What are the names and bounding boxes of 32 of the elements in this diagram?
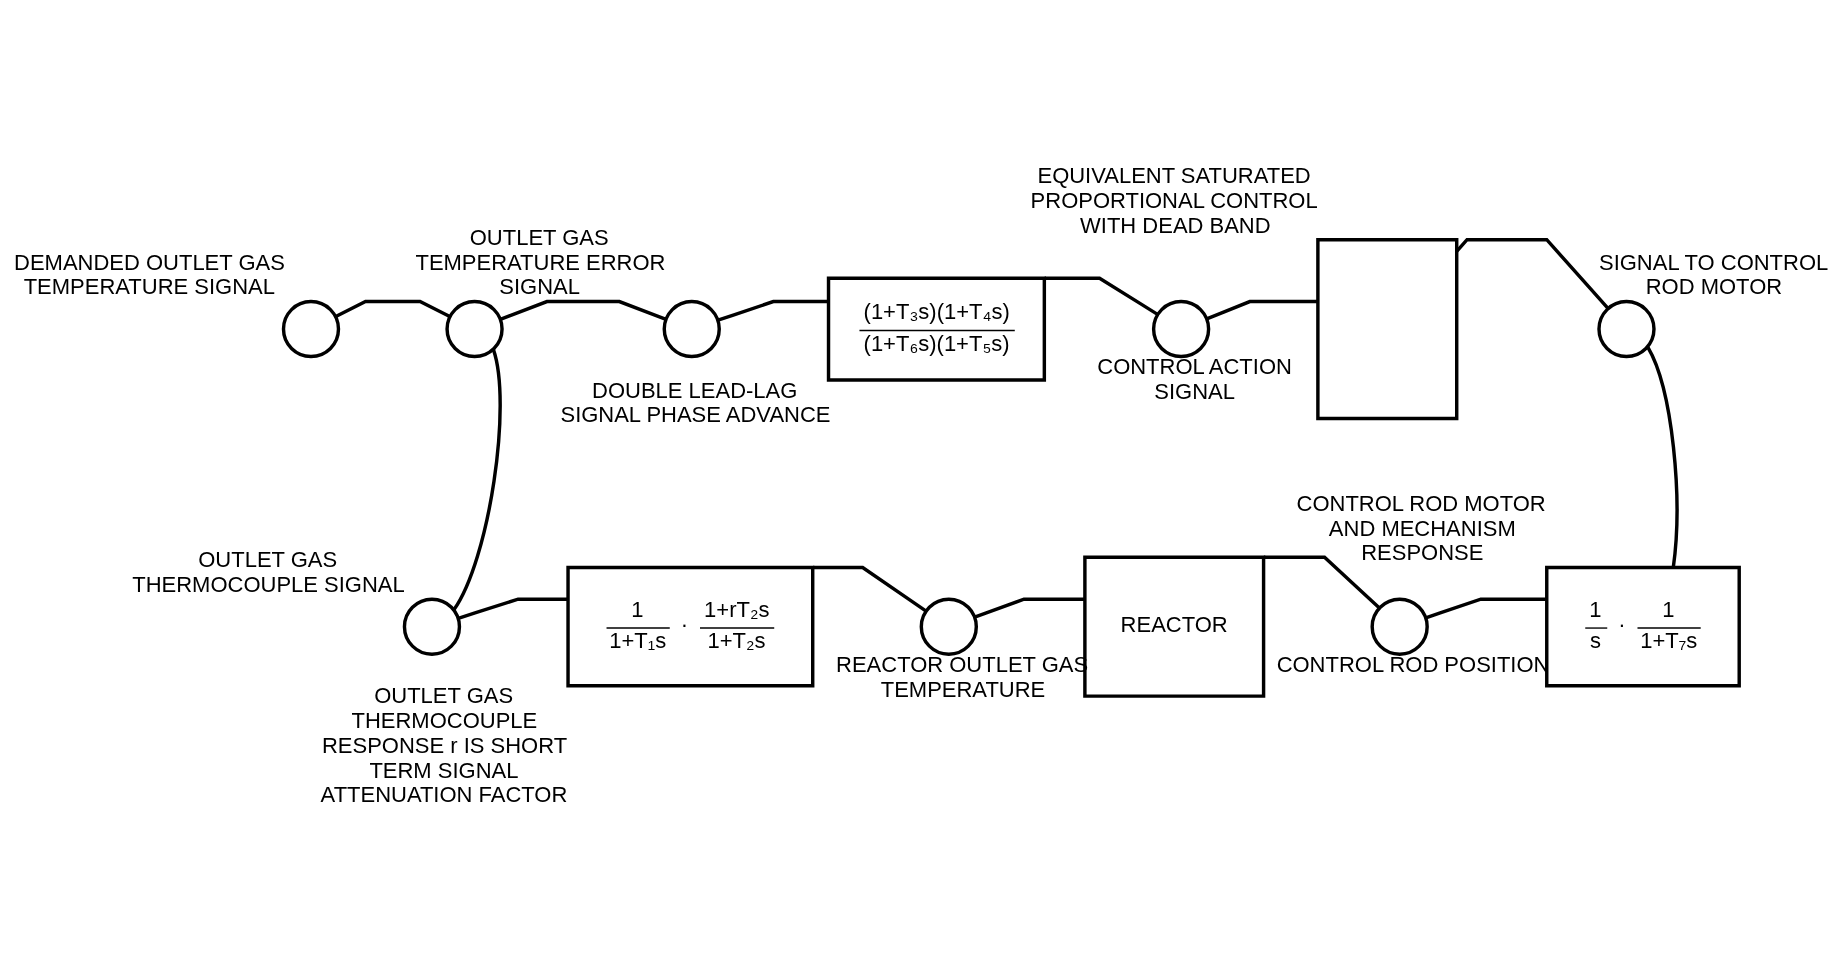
connector <box>499 299 667 321</box>
node-circle <box>402 597 462 656</box>
node-circle <box>919 597 978 656</box>
connector <box>1455 238 1610 310</box>
connector <box>1425 597 1547 620</box>
node-label: EQUIVALENT SATURATED PROPORTIONAL CONTROL WITH DEAD BAND <box>1030 163 1318 238</box>
connector <box>334 299 451 319</box>
node-box: (1+T₃s)(1+T₄s) (1+T₆s)(1+T₅s) <box>826 276 1047 382</box>
node-circle <box>1151 299 1211 359</box>
node-label: SIGNAL TO CONTROL ROD MOTOR <box>1598 249 1829 300</box>
connector <box>1263 555 1381 609</box>
node-circle <box>1597 299 1656 359</box>
connector <box>452 348 502 611</box>
connector <box>1044 276 1159 316</box>
node-circle <box>445 299 504 359</box>
node-circle <box>662 299 721 359</box>
connector <box>813 565 927 613</box>
node-box <box>1316 238 1459 421</box>
connector <box>717 299 829 322</box>
node-label: OUTLET GAS TEMPERATURE ERROR SIGNAL <box>415 224 666 300</box>
connector <box>457 597 568 620</box>
node-circle <box>281 299 341 359</box>
node-label: DEMANDED OUTLET GAS TEMPERATURE SIGNAL <box>14 249 285 300</box>
node-label: OUTLET GAS THERMOCOUPLE RESPONSE r IS SHORT TERM SIGNAL ATTENUATION FACTOR <box>320 683 568 808</box>
node-label: OUTLET GAS THERMOCOUPLE SIGNAL <box>132 547 405 598</box>
node-label: CONTROL ACTION SIGNAL <box>1097 354 1292 404</box>
node-box: REACTOR <box>1083 555 1266 698</box>
connector <box>1206 299 1318 321</box>
connector <box>1646 346 1679 568</box>
connector <box>974 597 1085 619</box>
node-circle <box>1370 597 1429 656</box>
node-label: CONTROL ROD MOTOR AND MECHANISM RESPONSE <box>1296 490 1546 566</box>
